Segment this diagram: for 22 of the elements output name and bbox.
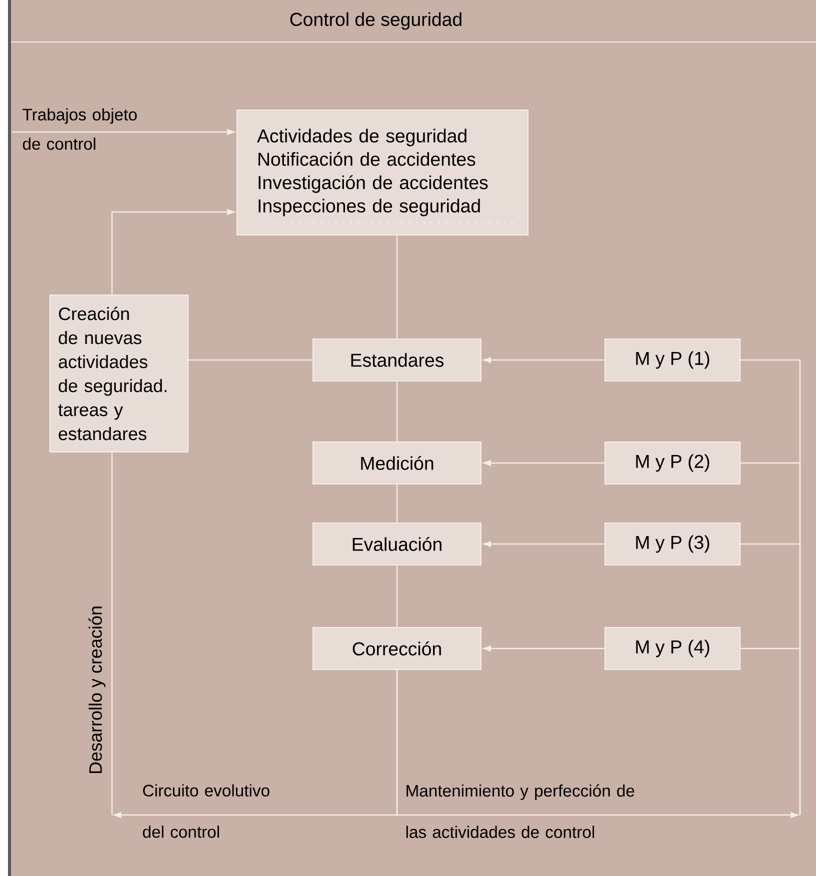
creation-box: Creación de nuevas actividades de seguridad. tareas y estandares	[49, 294, 189, 453]
process-box: M y P (4)	[604, 626, 741, 670]
arrow	[12, 129, 234, 135]
process-box: M y P (3)	[604, 522, 741, 566]
arrow	[484, 646, 604, 652]
edge-label: Trabajos objeto de control	[22, 108, 137, 150]
arrow	[484, 357, 604, 363]
axis-label: Desarrollo y creación	[88, 606, 106, 774]
process-box: Corrección	[312, 626, 482, 670]
edge-label: Mantenimiento y perfección de las actividades de control	[406, 784, 634, 838]
process-box: M y P (1)	[604, 338, 741, 382]
edge-label: Circuito evolutivo del control	[142, 784, 270, 838]
process-box: Medición	[312, 441, 482, 485]
process-box: Evaluación	[312, 522, 482, 566]
process-box: Estandares	[312, 338, 482, 382]
title: Control de seguridad	[290, 12, 462, 30]
arrow	[111, 209, 234, 294]
arrow	[484, 541, 604, 547]
activity-box: Actividades de seguridad Notificación de accidentes Investigación de accidentes Inspecciones de seguridad	[236, 109, 529, 236]
arrow	[484, 460, 604, 466]
process-box: M y P (2)	[604, 441, 741, 485]
arrow	[396, 670, 798, 818]
